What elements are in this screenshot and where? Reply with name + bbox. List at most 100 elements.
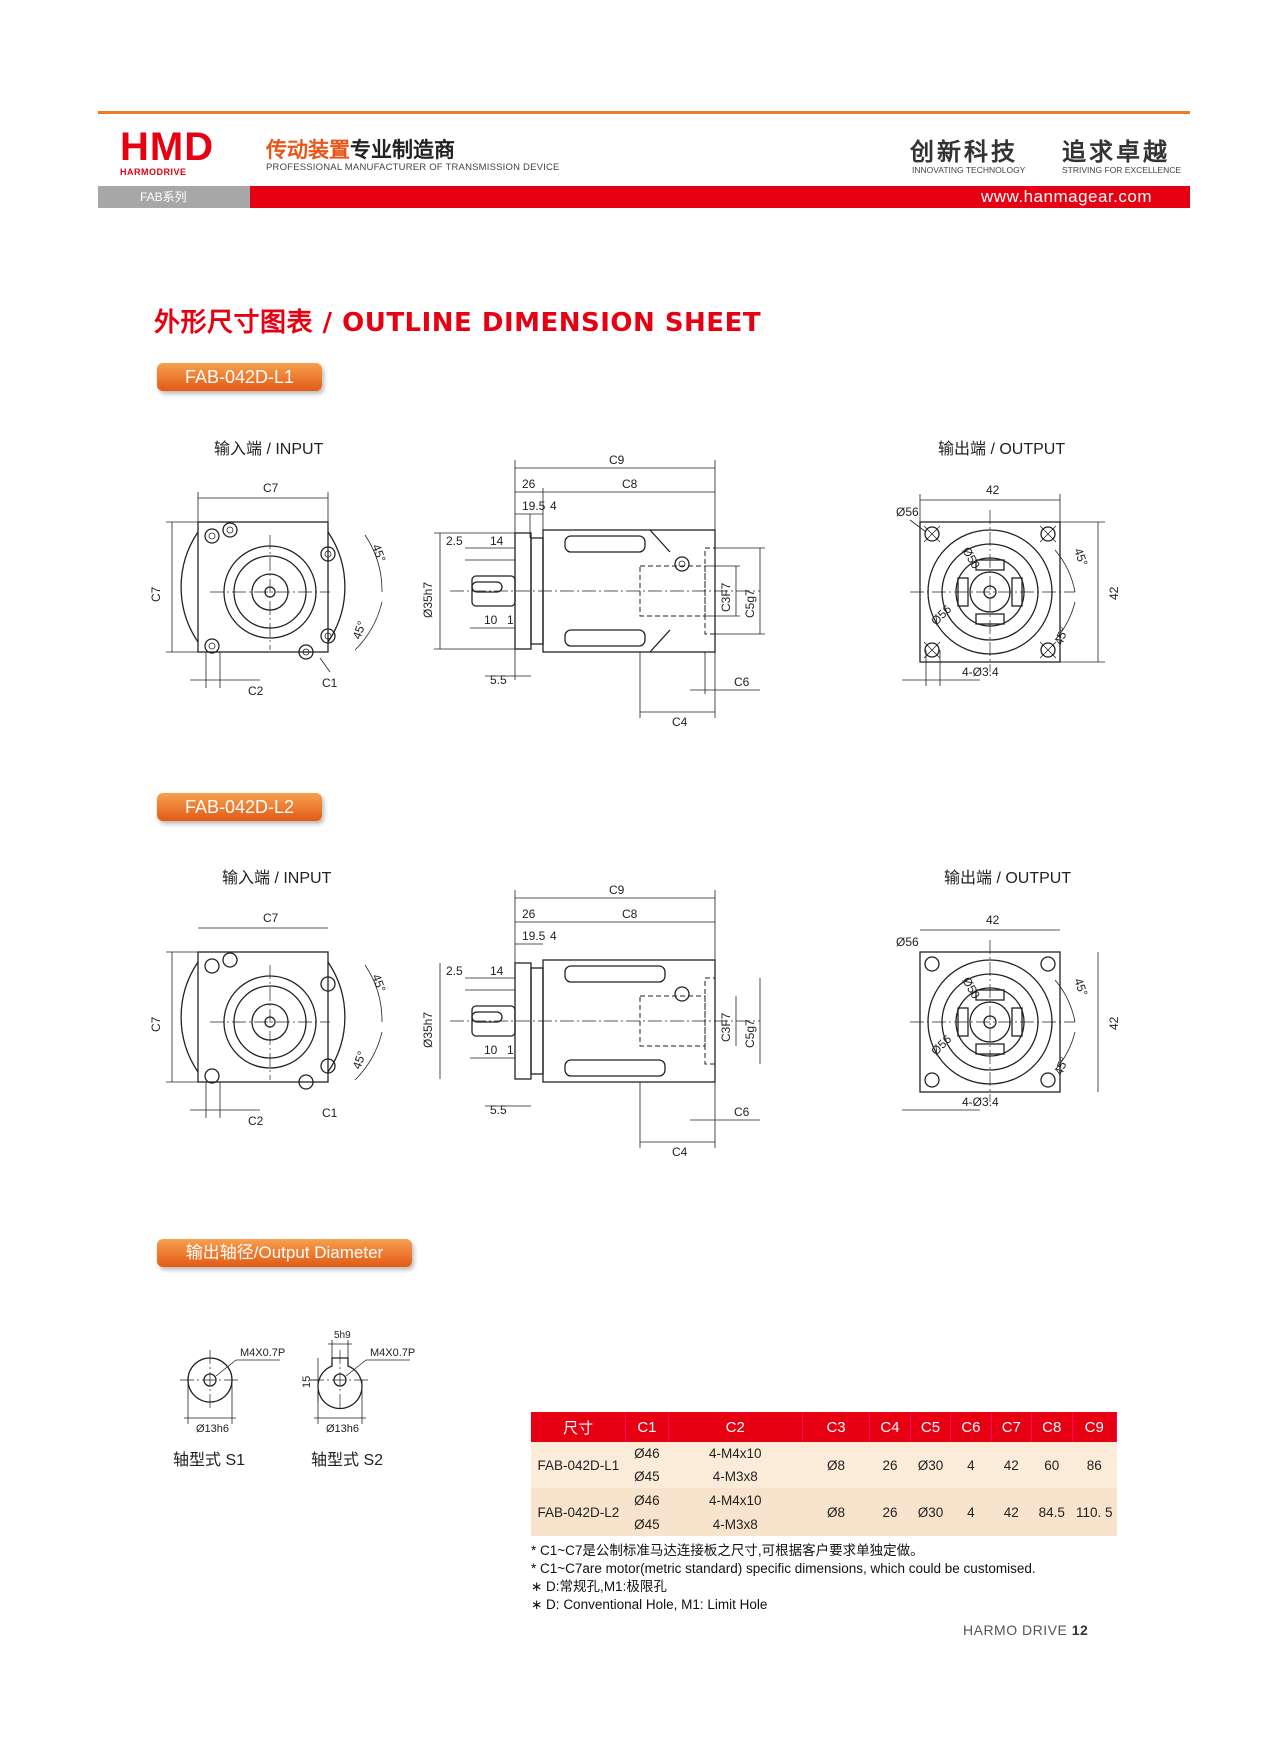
table-header: C7	[991, 1412, 1032, 1442]
output-diameter-badge: 输出轴径/Output Diameter	[157, 1239, 412, 1267]
dim-angle-a: 45°	[369, 972, 388, 994]
table-cell: 4-M3x8	[712, 1469, 758, 1484]
dim-c3: C3F7	[719, 1012, 733, 1042]
s1-thread: M4X0.7P	[240, 1347, 285, 1359]
slogan-striving-en: STRIVING FOR EXCELLENCE	[1062, 165, 1182, 175]
drawing-l1: C7 C7 C2 C1 45° 45°	[150, 453, 1121, 729]
dim-c7-top: C7	[263, 481, 279, 495]
dim-42-top: 42	[986, 913, 1000, 927]
footnotes: * C1~C7是公制标准马达连接板之尺寸,可根据客户要求单独定做。 * C1~C…	[531, 1542, 1036, 1614]
dim-d56: Ø56	[896, 505, 919, 519]
s2-thread: M4X0.7P	[370, 1347, 415, 1359]
dim-c1: C1	[322, 1106, 338, 1120]
dim-holes: 4-Ø3.4	[962, 665, 999, 679]
note-en-1: * C1~C7are motor(metric standard) specif…	[531, 1561, 1036, 1576]
dim-c8: C8	[622, 907, 638, 921]
dim-angle-d: 45°	[1052, 625, 1071, 647]
side-view	[434, 460, 765, 718]
table-header: 尺寸	[531, 1412, 627, 1442]
tagline-en: PROFESSIONAL MANUFACTURER OF TRANSMISSIO…	[266, 162, 560, 173]
dim-c8: C8	[622, 477, 638, 491]
dim-holes: 4-Ø3.4	[962, 1095, 999, 1109]
dim-1: 1	[507, 613, 514, 627]
table-cell: 4-M4x10	[708, 1493, 762, 1508]
page-footer: HARMO DRIVE 12	[963, 1622, 1088, 1638]
shaft-s1	[180, 1350, 280, 1424]
output-flange-view	[902, 929, 1099, 1111]
model-badge-l2: FAB-042D-L2	[157, 793, 322, 821]
slogan-striving-cn: 追求卓越	[1062, 137, 1170, 166]
dim-10: 10	[484, 1043, 498, 1057]
dim-14: 14	[490, 964, 504, 978]
table-cell: 86	[1086, 1457, 1102, 1473]
table-cell: Ø45	[634, 1517, 660, 1532]
page-title: 外形尺寸图表 / OUTLINE DIMENSION SHEET	[154, 308, 762, 338]
dim-19-5: 19.5	[522, 929, 546, 943]
dim-angle-c: 45°	[1071, 546, 1090, 568]
dim-d50: Ø50	[959, 975, 983, 1002]
s1-label: 轴型式 S1	[173, 1452, 246, 1469]
dim-c3: C3F7	[719, 582, 733, 612]
dim-2-5: 2.5	[446, 534, 463, 548]
table-cell: 26	[882, 1504, 898, 1520]
dim-d56-inner: Ø56	[928, 1032, 954, 1058]
table-cell: Ø8	[827, 1457, 846, 1473]
dim-angle-c: 45°	[1071, 976, 1090, 998]
dim-d56-inner: Ø56	[928, 602, 954, 628]
dim-c7-side: C7	[150, 586, 163, 602]
table-row: FAB-042D-L1 Ø46 4-M4x10 Ø8 26 Ø30 4 42 6…	[531, 1442, 1117, 1473]
table-cell: 4-M4x10	[708, 1446, 762, 1461]
note-cn-2: ∗ D:常规孔,M1:极限孔	[531, 1579, 667, 1594]
dim-35: Ø35h7	[421, 1012, 435, 1048]
table-cell: 60	[1044, 1457, 1060, 1473]
dim-angle-b: 45°	[350, 1049, 369, 1071]
dim-42-side: 42	[1107, 1016, 1121, 1030]
table-cell: 42	[1003, 1457, 1019, 1473]
dim-c6: C6	[734, 675, 750, 689]
table-header-row: 尺寸 C1 C2 C3 C4 C5 C6 C7 C8 C9	[531, 1412, 1118, 1442]
table-header: C2	[668, 1412, 803, 1442]
table-cell: 110. 5	[1075, 1504, 1113, 1520]
page-number: 12	[1071, 1622, 1089, 1638]
dim-c6: C6	[734, 1105, 750, 1119]
dim-1: 1	[507, 1043, 514, 1057]
dim-c2: C2	[248, 684, 264, 698]
table-header: C1	[625, 1412, 669, 1442]
dim-angle-a: 45°	[369, 542, 388, 564]
table-header: C5	[910, 1412, 952, 1442]
table-cell: Ø8	[827, 1504, 846, 1520]
website-link[interactable]: www.hanmagear.com	[980, 187, 1152, 206]
table-cell: 4-M3x8	[712, 1517, 758, 1532]
dim-5-5: 5.5	[490, 1103, 507, 1117]
s2-key: 5h9	[334, 1330, 351, 1341]
dim-10: 10	[484, 613, 498, 627]
table-cell: Ø46	[634, 1446, 660, 1461]
series-label: FAB系列	[140, 190, 187, 204]
table-cell-model: FAB-042D-L2	[537, 1504, 620, 1520]
dim-angle-d: 45°	[1052, 1055, 1071, 1077]
dimension-table: 尺寸 C1 C2 C3 C4 C5 C6 C7 C8 C9 FAB-042D-L…	[531, 1412, 1118, 1536]
series-bar: FAB系列	[98, 186, 250, 208]
table-cell: 42	[1003, 1504, 1019, 1520]
slogan-innovating-cn: 创新科技	[910, 137, 1018, 166]
dim-c4: C4	[672, 1145, 688, 1159]
dim-c2: C2	[248, 1114, 264, 1128]
dim-c7-side: C7	[150, 1016, 163, 1032]
dim-c5: C5g7	[743, 1019, 757, 1048]
table-header: C9	[1072, 1412, 1118, 1442]
s2-label: 轴型式 S2	[311, 1452, 384, 1469]
table-cell: Ø45	[634, 1469, 660, 1484]
dim-d50: Ø50	[959, 545, 983, 572]
table-cell: 26	[882, 1457, 898, 1473]
dim-angle-b: 45°	[350, 619, 369, 641]
dim-4: 4	[550, 929, 557, 943]
dim-c1: C1	[322, 676, 338, 690]
company-logo: HMD HARMODRIVE	[120, 125, 215, 177]
dim-5-5: 5.5	[490, 673, 507, 687]
input-flange-view	[166, 492, 383, 688]
dim-c9: C9	[609, 453, 625, 467]
s1-dia: Ø13h6	[196, 1423, 229, 1435]
dim-c5: C5g7	[743, 589, 757, 618]
dim-2-5: 2.5	[446, 964, 463, 978]
dim-c7-top: C7	[263, 911, 279, 925]
